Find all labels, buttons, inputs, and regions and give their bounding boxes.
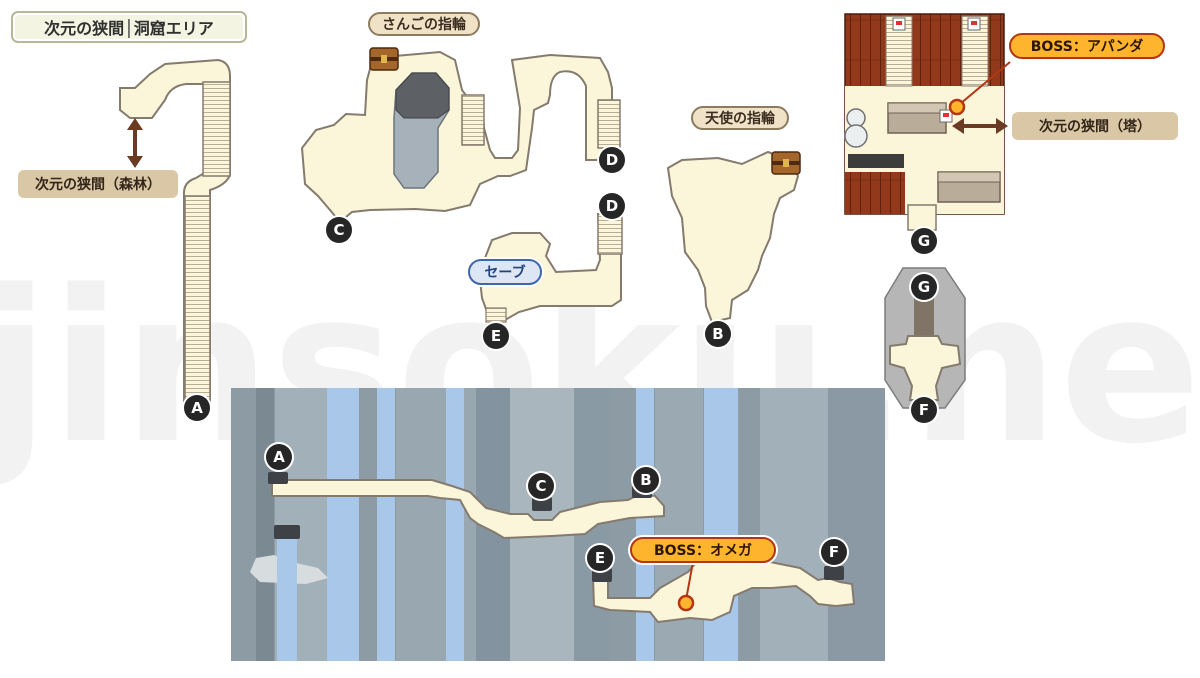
waterfall-2 — [377, 388, 395, 661]
save-point-tag[interactable]: セーブ — [468, 259, 542, 285]
boss-apanda-tag: BOSS：アパンダ — [1009, 33, 1165, 59]
marker-c-underground[interactable]: C — [528, 473, 554, 499]
save-room — [478, 213, 623, 323]
marker-g-boss-room[interactable]: G — [911, 228, 937, 254]
angel-ring-cave — [666, 150, 801, 324]
omega-pointer-line — [685, 561, 694, 601]
forest-passage — [119, 58, 231, 411]
forest-exit-tag[interactable]: 次元の狭間（森林） — [18, 170, 178, 198]
waterfall-1 — [327, 388, 359, 661]
omega-boss-marker — [677, 594, 695, 612]
waterfall-3 — [446, 388, 464, 661]
marker-f-underground[interactable]: F — [821, 539, 847, 565]
coral-ring-room — [300, 47, 621, 224]
underground-area — [231, 388, 885, 661]
marker-e-save[interactable]: E — [483, 323, 509, 349]
marker-c-room[interactable]: C — [326, 217, 352, 243]
marker-a-forest[interactable]: A — [184, 395, 210, 421]
tower-exit-tag[interactable]: 次元の狭間（塔） — [1012, 112, 1178, 140]
apanda-boss-room — [844, 13, 1008, 231]
map-title: 次元の狭間│洞窟エリア — [11, 11, 247, 43]
boss-omega-tag: BOSS：オメガ — [630, 537, 776, 563]
treasure-chest-coral — [369, 47, 399, 71]
waterfall-4 — [636, 388, 654, 661]
marker-b-underground[interactable]: B — [633, 467, 659, 493]
marker-f-octagon[interactable]: F — [911, 397, 937, 423]
angel-ring-tag: 天使の指輪 — [691, 106, 789, 130]
forest-arrow-up — [127, 118, 143, 130]
marker-g-octagon[interactable]: G — [911, 274, 937, 300]
apanda-pointer-line — [959, 61, 1011, 105]
treasure-chest-angel — [771, 151, 801, 175]
marker-e-underground[interactable]: E — [587, 545, 613, 571]
marker-b-cave[interactable]: B — [705, 321, 731, 347]
marker-a-underground[interactable]: A — [266, 444, 292, 470]
apanda-boss-marker — [948, 98, 966, 116]
coral-ring-tag: さんごの指輪 — [368, 12, 480, 36]
forest-arrow-down — [127, 156, 143, 168]
marker-d-room[interactable]: D — [599, 147, 625, 173]
marker-d-save[interactable]: D — [599, 193, 625, 219]
